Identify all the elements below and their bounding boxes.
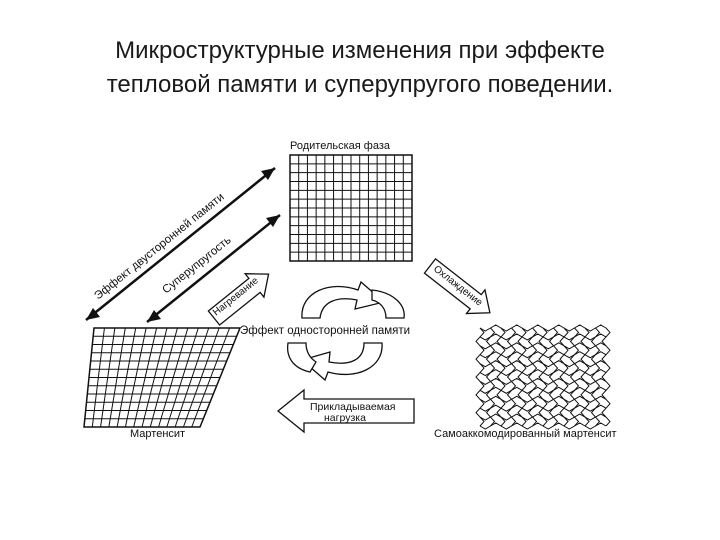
- one-way-effect-label: Эффект односторонней памяти: [240, 325, 410, 337]
- cooling-arrow: [423, 257, 491, 315]
- self-accommodated-martensite-label: Самоаккомодированный мартенсит: [434, 428, 617, 440]
- slide-title-line-1: Микроструктурные изменения при эффекте: [115, 37, 605, 64]
- heating-arrow: [207, 273, 270, 326]
- superelasticity-arrow: [146, 214, 281, 323]
- cycle-arrow-bottom: [300, 342, 383, 382]
- martensite-grid: [83, 327, 242, 428]
- cycle-arrow-right: [371, 289, 405, 319]
- martensite-label: Мартенсит: [130, 428, 185, 440]
- slide-title: Микроструктурные изменения при эффекте т…: [0, 34, 720, 102]
- applied-load-arrow: [276, 388, 415, 434]
- parent-phase-grid: [289, 154, 413, 262]
- self-accommodated-martensite-pattern: [475, 324, 611, 430]
- applied-load-label-line-1: Прикладываемая: [310, 401, 396, 413]
- applied-load-label-line-2: нагрузка: [324, 412, 366, 424]
- slide-title-line-2: тепловой памяти и суперупругого поведени…: [106, 71, 614, 98]
- cycle-arrow-left: [286, 342, 317, 373]
- two-way-effect-label: Эффект двусторонней памяти: [92, 191, 226, 302]
- two-way-effect-arrow: [85, 167, 276, 321]
- parent-phase-label: Родительская фаза: [290, 140, 391, 152]
- cooling-label: Охлаждение: [431, 264, 484, 309]
